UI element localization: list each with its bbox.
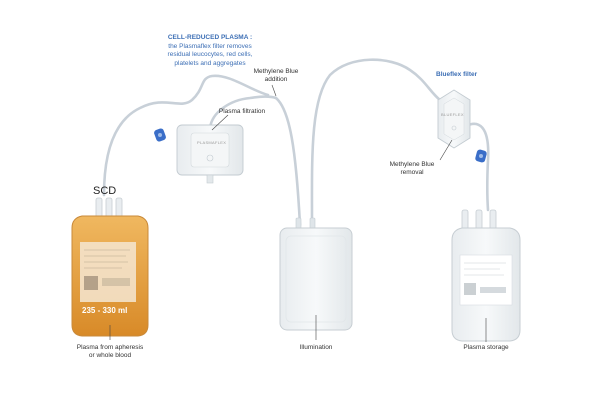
plasma-storage-bag [451, 209, 521, 342]
tube-mb-addition-to-illumination [274, 96, 302, 227]
tube-illumination-to-blueflex [310, 58, 442, 227]
leader-mb-addition [271, 84, 277, 97]
leader-mb-removal [439, 139, 453, 161]
blueflex-device-text: BLUEFLEX [441, 112, 464, 117]
clamp-right [475, 149, 487, 163]
mb-removal-line: Methylene Blue [389, 161, 435, 168]
plasma-filtration-label: Plasma filtration [218, 108, 266, 115]
plasma-storage-label: Plasma storage [463, 344, 509, 351]
source-label: Plasma from apheresis or whole blood [70, 344, 150, 360]
volume-label: 235 - 330 ml [82, 306, 128, 315]
header-line: residual leucocytes, red cells, [167, 51, 253, 58]
source-label-line: or whole blood [88, 352, 132, 359]
mb-addition-label: Methylene Blue addition [246, 68, 306, 84]
tube-filter-to-mb-addition [208, 95, 278, 130]
header-line: the Plasmaflex filter removes [168, 42, 252, 50]
scd-label: SCD [93, 185, 117, 197]
blueflex-filter-label: Blueflex filter [436, 71, 478, 78]
plasmaflex-filter [176, 124, 244, 184]
header-title: CELL-REDUCED PLASMA : [167, 34, 253, 41]
tubing-network [102, 58, 490, 227]
illumination-label: Illumination [299, 344, 333, 351]
mb-removal-line: removal [400, 169, 424, 176]
source-label-line: Plasma from apheresis [76, 344, 144, 351]
plasmaflex-device-text: PLASMAFLEX [197, 140, 227, 145]
mb-addition-line: addition [264, 76, 288, 83]
illumination-bag [279, 217, 353, 331]
leader-plasma-filtration [211, 114, 229, 131]
header-block: CELL-REDUCED PLASMA : the Plasmaflex fil… [150, 34, 270, 68]
mb-removal-label: Methylene Blue removal [380, 161, 444, 177]
tube-blueflex-to-storage [464, 122, 490, 212]
tube-source-to-filter [102, 74, 270, 197]
header-line: platelets and aggregates [174, 59, 246, 67]
blueflex-filter [437, 89, 471, 149]
leader-lines [109, 84, 487, 342]
plasma-source-bag [71, 197, 149, 337]
mb-addition-line: Methylene Blue [253, 68, 299, 75]
clamp-left [154, 128, 166, 142]
